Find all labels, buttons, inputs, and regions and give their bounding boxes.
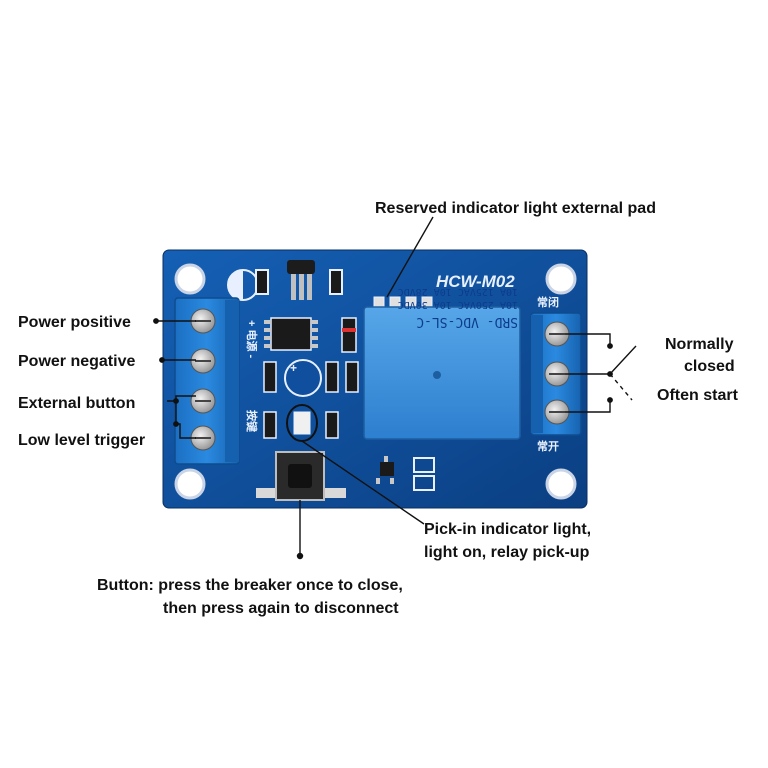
label-power-positive: Power positive	[18, 314, 131, 331]
label-low-level-trigger: Low level trigger	[18, 432, 145, 449]
model-label: HCW-M02	[436, 272, 515, 291]
pickin-led	[263, 404, 339, 442]
capacitor: +	[263, 359, 359, 397]
relay-rating-2: 10A 125VAC 10A 28VDC	[398, 286, 518, 297]
label-button-1: Button: press the breaker once to close,	[97, 577, 403, 594]
label-external-button: External button	[18, 395, 135, 412]
smd-resistor-1	[255, 269, 269, 295]
power-mark: + 电源 -	[245, 320, 259, 359]
svg-text:+: +	[290, 361, 297, 375]
label-often-start: Often start	[657, 387, 739, 404]
label-power-negative: Power negative	[18, 353, 135, 370]
relay: SRD- VDC-SL-C 10A 250VAC 10A 30VDC 10A 1…	[363, 286, 521, 440]
terminal-screw-external-button[interactable]	[190, 388, 216, 414]
diode	[341, 317, 357, 353]
push-button[interactable]	[256, 451, 346, 501]
no-mark: 常开	[537, 439, 559, 453]
label-button-2: then press again to disconnect	[163, 600, 399, 617]
nc-mark: 常闭	[537, 295, 559, 309]
ic-chip	[264, 317, 318, 351]
terminal-screw-power-positive[interactable]	[190, 308, 216, 334]
mounting-hole-bottom-right	[545, 468, 577, 500]
leader-lines	[153, 216, 637, 560]
button-mark: 按键	[245, 410, 259, 433]
smd-transistor	[376, 456, 435, 491]
mounting-hole-top-right	[545, 263, 577, 295]
reserved-led-pads	[373, 296, 433, 310]
input-terminal-block	[174, 297, 240, 465]
mounting-hole-bottom-left	[174, 468, 206, 500]
label-pickin-1: Pick-in indicator light,	[424, 521, 591, 538]
mounting-hole-top-left	[174, 263, 206, 295]
label-normally-closed-1: Normally	[665, 336, 734, 353]
relay-rating-1: 10A 250VAC 10A 30VDC	[398, 299, 518, 310]
label-pickin-2: light on, relay pick-up	[424, 544, 590, 561]
smd-resistor-2	[329, 269, 343, 295]
label-reserved-pad: Reserved indicator light external pad	[375, 200, 656, 217]
relay-model: SRD- VDC-SL-C	[416, 314, 518, 329]
transistor	[287, 260, 315, 300]
terminal-screw-power-negative[interactable]	[190, 348, 216, 374]
label-normally-closed-2: closed	[684, 358, 735, 375]
